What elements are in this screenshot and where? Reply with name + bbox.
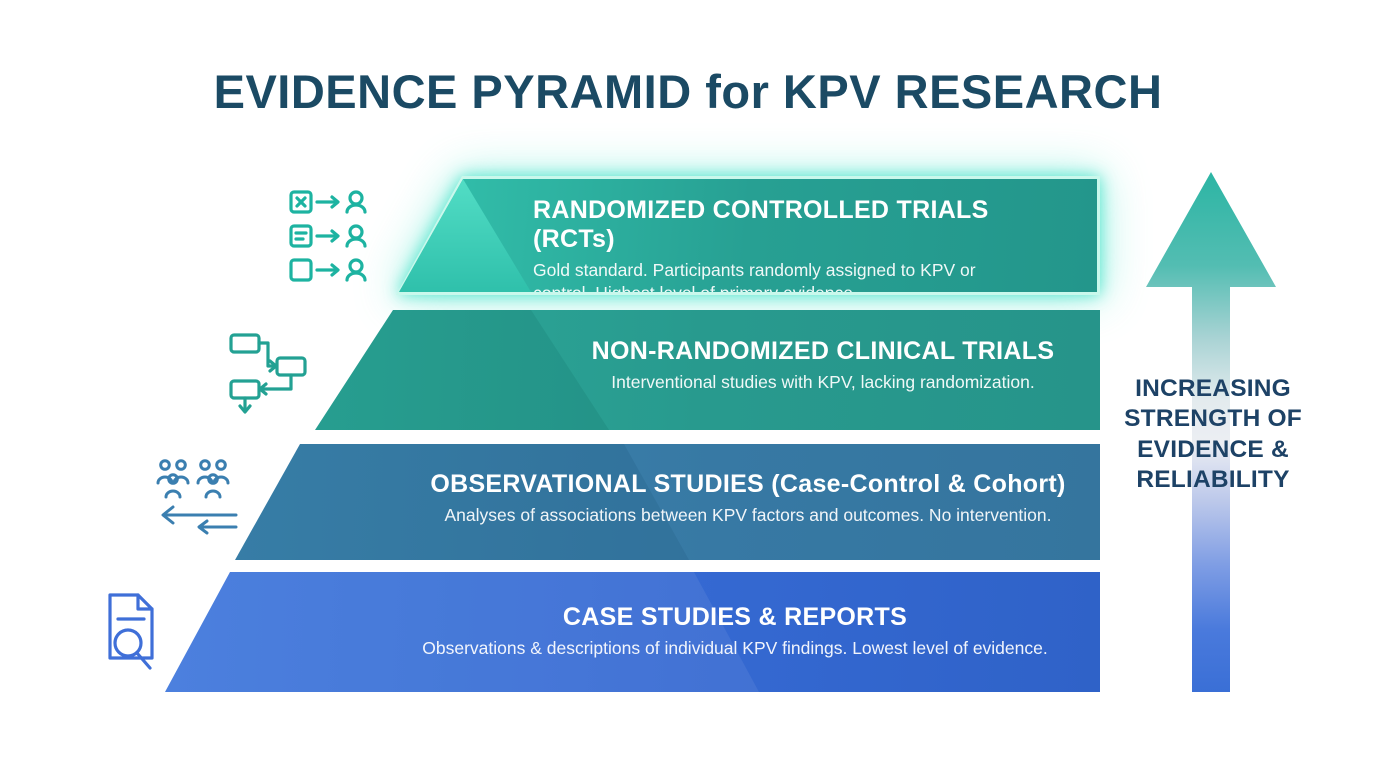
pyramid-level-casestudies: CASE STUDIES & REPORTS Observations & de… (165, 572, 1100, 692)
level-description: Analyses of associations between KPV fac… (444, 505, 1052, 525)
level-title: NON-RANDOMIZED CLINICAL TRIALS (591, 337, 1055, 365)
pyramid-face (165, 572, 759, 692)
page-title: EVIDENCE PYRAMID for KPV RESEARCH (213, 65, 1163, 118)
pyramid-face (235, 444, 689, 560)
level-description: Observations & descriptions of individua… (422, 638, 1048, 658)
pyramid-level-rct-text: RANDOMIZED CONTROLLED TRIALS (RCTs) Gold… (399, 179, 1097, 292)
document-magnifier-icon (100, 592, 166, 681)
strength-arrow-label: INCREASING STRENGTH OF EVIDENCE & RELIAB… (1124, 375, 1302, 494)
level-description: Gold standard. Participants randomly ass… (533, 260, 976, 304)
pyramid-level-observational: OBSERVATIONAL STUDIES (Case-Control & Co… (235, 444, 1100, 560)
pyramid-level-rct-body: RANDOMIZED CONTROLLED TRIALS (RCTs) Gold… (399, 179, 1097, 292)
pyramid-level-observational-text: OBSERVATIONAL STUDIES (Case-Control & Co… (235, 444, 1100, 560)
pyramid-level-nonrandomized-text: NON-RANDOMIZED CLINICAL TRIALS Intervent… (315, 310, 1100, 430)
level-description: Interventional studies with KPV, lacking… (611, 372, 1035, 392)
flowchart-icon (228, 325, 308, 422)
pyramid-level-rct: RANDOMIZED CONTROLLED TRIALS (RCTs) Gold… (396, 176, 1100, 295)
pyramid-level-casestudies-text: CASE STUDIES & REPORTS Observations & de… (165, 572, 1100, 692)
level-title: RANDOMIZED CONTROLLED TRIALS (RCTs) (533, 196, 989, 253)
cohort-groups-icon (148, 453, 243, 543)
randomization-icon (288, 188, 380, 293)
level-title: CASE STUDIES & REPORTS (562, 603, 908, 631)
pyramid-level-nonrandomized: NON-RANDOMIZED CLINICAL TRIALS Intervent… (315, 310, 1100, 430)
pyramid-level-rct-border: RANDOMIZED CONTROLLED TRIALS (RCTs) Gold… (396, 176, 1100, 295)
level-title: OBSERVATIONAL STUDIES (Case-Control & Co… (430, 470, 1066, 498)
